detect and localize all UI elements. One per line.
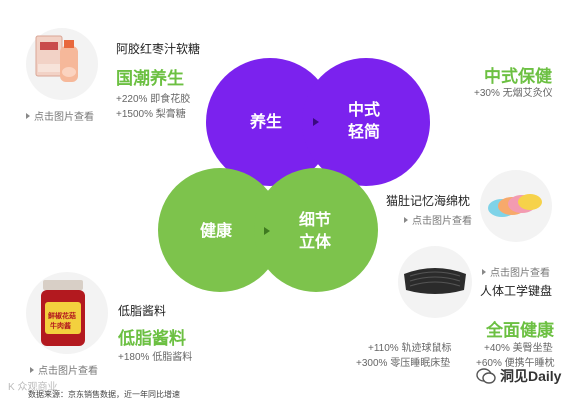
pillow-icon — [488, 194, 542, 217]
wechat-icon — [476, 368, 496, 389]
keyboard-image[interactable] — [398, 246, 472, 318]
jar-text-1: 鲜椒花菇 — [48, 311, 76, 320]
triangle-icon — [482, 268, 486, 275]
brand-name: 洞见Daily — [500, 368, 562, 384]
ejiao-title: 阿胶红枣汁软糖 — [116, 42, 201, 56]
label-qingjian: 轻简 — [347, 124, 380, 141]
arrow-icon — [264, 227, 270, 235]
ejiao-view-link[interactable]: 点击图片查看 — [26, 108, 94, 123]
ejiao-candy-image[interactable] — [26, 28, 98, 100]
sauce-stat-1: +180% 低脂酱料 — [118, 352, 193, 363]
pillow-title: 猫肚记忆海绵枕 — [386, 194, 471, 208]
sauce-jar-icon: 鲜椒花菇 牛肉酱 — [41, 280, 85, 346]
keyboard-view-link[interactable]: 点击图片查看 — [482, 264, 550, 279]
label-zhongshi-qingjian: 中式 轻简 — [334, 100, 394, 144]
ejiao-stat-1: +220% 即食花胶 — [116, 94, 191, 105]
pillow-image[interactable] — [480, 170, 552, 242]
label-xijie: 细节 — [298, 212, 331, 229]
keyboard-title: 人体工学键盘 — [480, 284, 553, 298]
purple-circle-right — [302, 58, 430, 186]
pillow-view-link[interactable]: 点击图片查看 — [404, 212, 472, 227]
triangle-icon — [30, 366, 34, 373]
sauce-title: 低脂酱料 — [118, 304, 167, 318]
sauce-view-link[interactable]: 点击图片查看 — [30, 362, 98, 377]
label-jiankang: 健康 — [199, 223, 232, 240]
ejiao-view-label: 点击图片查看 — [34, 112, 94, 123]
green-circle-right — [254, 168, 378, 292]
chinese-stat-1: +30% 无烟艾灸仪 — [474, 88, 553, 99]
pillow-view-label: 点击图片查看 — [412, 216, 472, 227]
health-stat-left-2: +300% 零压睡眠床垫 — [356, 358, 451, 369]
health-stat-right-1: +40% 美臀坐垫 — [484, 343, 553, 354]
triangle-icon — [404, 216, 408, 223]
label-zhongshi: 中式 — [347, 102, 380, 119]
data-source: 数据来源：京东销售数据，近一年同比增速 — [28, 390, 180, 399]
ejiao-stat-2: +1500% 梨膏糖 — [116, 109, 186, 120]
arrow-icon — [313, 118, 319, 126]
category-zhongshi-baojian: 中式保健 — [484, 67, 552, 86]
category-quanmian-jiankang: 全面健康 — [486, 321, 554, 340]
category-dizhi-jiangliao: 低脂酱料 — [118, 329, 186, 348]
category-guochao-yangsheng: 国潮养生 — [116, 69, 184, 88]
health-stat-right-2: +60% 便携午睡枕 — [476, 358, 555, 369]
jar-text-2: 牛肉酱 — [50, 321, 71, 330]
sauce-image[interactable]: 鲜椒花菇 牛肉酱 — [26, 272, 108, 354]
label-yangsheng: 养生 — [249, 114, 282, 131]
label-liti: 立体 — [298, 234, 331, 251]
health-stat-left-1: +110% 轨迹球鼠标 — [368, 343, 452, 354]
keyboard-view-label: 点击图片查看 — [490, 268, 550, 279]
candy-bag-icon — [35, 35, 78, 82]
watermark: K 众观商业 — [8, 382, 58, 393]
triangle-icon — [26, 112, 30, 119]
keyboard-icon — [404, 268, 466, 294]
sauce-view-label: 点击图片查看 — [38, 366, 98, 377]
label-xijie-liti: 细节 立体 — [285, 210, 345, 254]
